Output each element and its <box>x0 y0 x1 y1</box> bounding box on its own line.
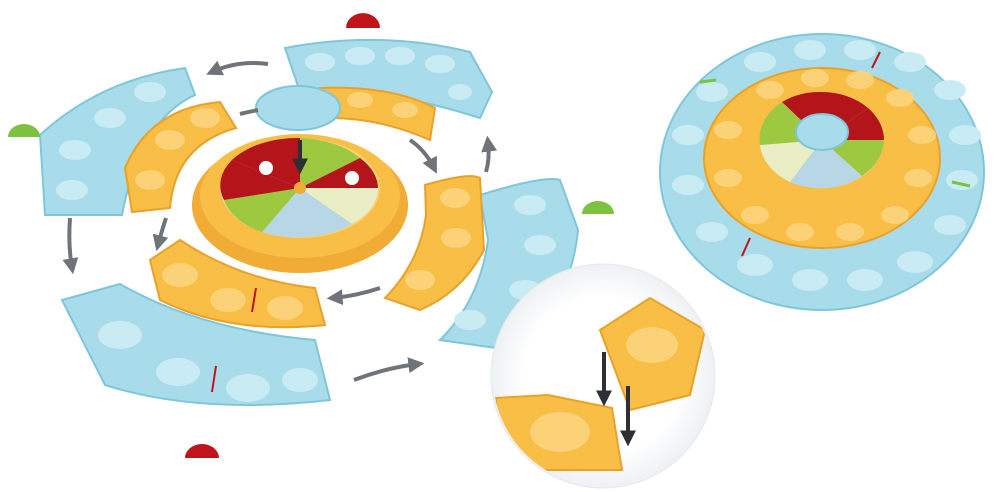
red-marker-top <box>346 13 380 28</box>
inset-connect-detail <box>491 264 715 488</box>
red-marker-bottom <box>185 444 219 458</box>
green-marker-left <box>8 124 40 137</box>
spinner-cap <box>256 86 340 130</box>
assembled-board <box>660 34 984 310</box>
green-marker-right <box>582 201 614 214</box>
